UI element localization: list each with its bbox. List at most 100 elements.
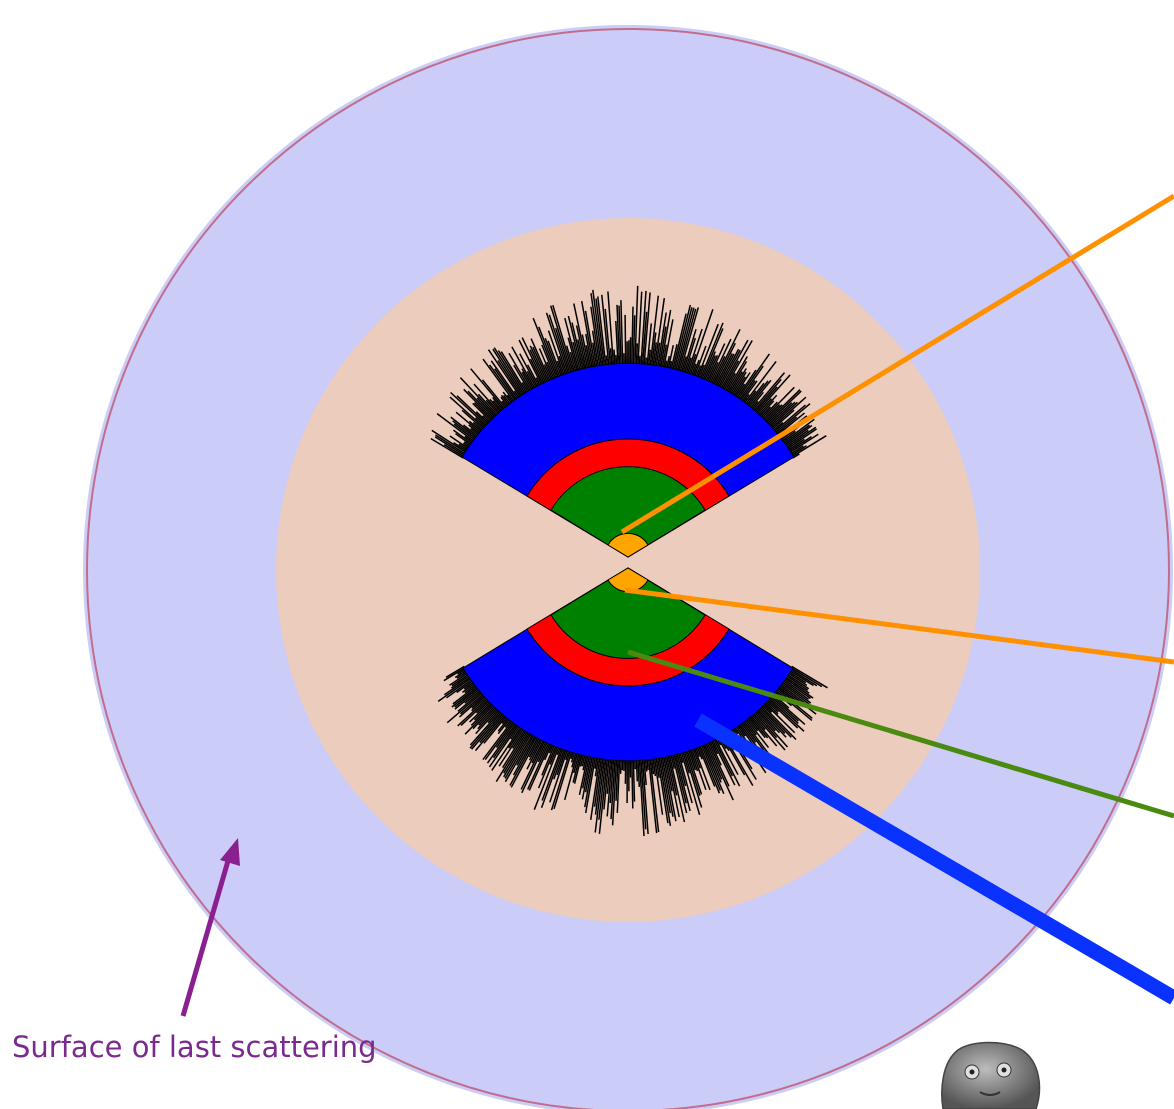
filament-stroke (443, 667, 466, 682)
filament-stroke (766, 698, 799, 729)
filament-stroke (529, 358, 544, 386)
filament-stroke (581, 334, 591, 370)
filament-stroke (718, 349, 741, 389)
filament-stroke (495, 721, 516, 748)
filament-stroke (635, 758, 639, 782)
filament-stroke (743, 718, 757, 736)
filament-stroke (637, 291, 643, 366)
filament-stroke (475, 699, 491, 714)
filament-stroke (550, 749, 572, 811)
filament-stroke (521, 368, 535, 391)
filament-stroke (449, 396, 486, 430)
filament-stroke (450, 674, 471, 689)
filament-stroke (563, 752, 579, 801)
filament-stroke (759, 406, 772, 419)
filament-stroke (616, 304, 621, 366)
filament-stroke (743, 360, 777, 405)
filament-stroke (728, 371, 743, 394)
filament-stroke (616, 758, 621, 813)
filament-stroke (434, 436, 466, 457)
filament-stroke (619, 758, 622, 774)
filament-stroke (553, 747, 566, 780)
filament-stroke (595, 298, 606, 367)
filament-stroke (460, 692, 485, 715)
filament-stroke (486, 722, 518, 764)
filament-stroke (699, 322, 724, 380)
filament-stroke (584, 755, 594, 793)
filament-stroke (722, 340, 753, 391)
filament-stroke (546, 361, 556, 380)
filament-stroke (632, 758, 636, 802)
filament-stroke (459, 377, 498, 418)
filament-stroke (491, 726, 523, 771)
filament-stroke (757, 394, 778, 417)
filament-stroke (664, 755, 673, 792)
filament-stroke (761, 386, 795, 421)
filament-stroke (789, 445, 804, 455)
pointer-line-upper-center (620, 193, 1174, 535)
filament-stroke (737, 353, 771, 400)
filament-stroke (446, 678, 474, 699)
filament-stroke (594, 756, 600, 777)
filament-stroke (489, 398, 503, 414)
filament-stroke (509, 735, 538, 786)
filament-stroke (431, 429, 468, 454)
filament-stroke (760, 704, 792, 738)
filament-stroke (763, 404, 783, 423)
filament-stroke (725, 356, 748, 393)
filament-stroke (765, 389, 801, 424)
filament-stroke (540, 747, 564, 809)
filament-stroke (451, 673, 470, 687)
filament-stroke (611, 758, 618, 826)
filament-stroke (747, 716, 766, 739)
filament-stroke (707, 740, 730, 787)
filament-stroke (556, 360, 564, 377)
filament-stroke (753, 386, 778, 414)
filament-stroke (567, 315, 583, 371)
filament-stroke (696, 323, 719, 379)
filament-stroke (478, 705, 498, 726)
filament-stroke (729, 368, 747, 395)
filament-stroke (578, 754, 589, 796)
filament-stroke (620, 300, 624, 366)
filament-stroke (494, 368, 518, 401)
pointer-line-lower-center (624, 587, 1174, 665)
filament-stroke (477, 393, 499, 417)
filament-stroke (786, 673, 810, 690)
filament-stroke (477, 707, 499, 730)
filament-stroke (547, 340, 563, 378)
filament-stroke (488, 724, 520, 768)
filament-stroke (564, 317, 580, 372)
filament-stroke (475, 708, 500, 735)
filament-stroke (752, 712, 786, 751)
filament-stroke (661, 344, 668, 369)
filament-stroke (782, 678, 811, 700)
filament-stroke (618, 305, 622, 366)
filament-stroke (641, 758, 649, 835)
filament-stroke (598, 757, 609, 834)
filament-stroke (606, 758, 612, 794)
filament-stroke (482, 358, 516, 403)
filament-stroke (762, 404, 781, 422)
filament-stroke (609, 758, 615, 804)
filament-stroke (782, 679, 810, 700)
filament-stroke (732, 376, 746, 397)
filament-stroke (511, 346, 536, 390)
filament-stroke (784, 429, 809, 448)
filament-stroke (760, 401, 778, 420)
filament-stroke (503, 731, 530, 774)
filament-stroke (764, 700, 779, 715)
filament-stroke (498, 727, 525, 767)
filament-stroke (573, 752, 580, 774)
filament-stroke (530, 338, 551, 382)
filament-stroke (589, 756, 601, 821)
filament-stroke (748, 379, 772, 409)
lower-green-core (550, 567, 706, 659)
filament-stroke (504, 733, 534, 783)
filament-stroke (758, 400, 775, 418)
filament-stroke (771, 409, 795, 431)
filament-stroke (485, 399, 500, 416)
filament-stroke (572, 752, 582, 783)
filament-stroke (650, 332, 657, 367)
filament-stroke (774, 689, 813, 721)
